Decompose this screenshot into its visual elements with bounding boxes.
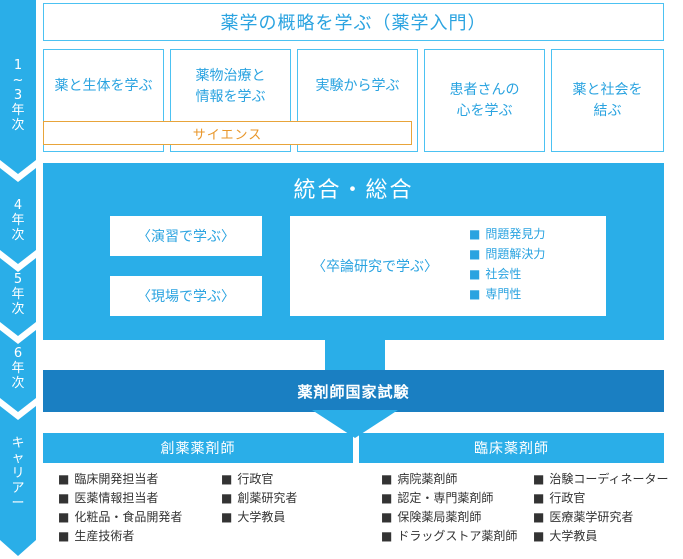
science-band: サイエンス <box>43 121 412 145</box>
chevron-years-1-3 <box>0 0 36 174</box>
drug-discovery-list-1: 臨床開発担当者 医薬情報担当者 化粧品・食品開発者 生産技術者 <box>58 470 182 546</box>
intro-title: 薬学の概略を学ぶ（薬学入門） <box>43 3 664 41</box>
clinical-list-1: 病院薬剤師 認定・専門薬剤師 保険薬局薬剤師 ドラッグストア薬剤師 <box>381 470 517 546</box>
skill-item: 問題発見力 <box>469 224 609 244</box>
skill-list: 問題発見力 問題解決力 社会性 専門性 <box>469 224 609 304</box>
list-item: 創薬研究者 <box>221 489 297 508</box>
skill-item: 問題解決力 <box>469 244 609 264</box>
practice-box: 〈演習で学ぶ〉 <box>110 216 262 256</box>
list-item: 生産技術者 <box>58 527 182 546</box>
down-arrow-icon <box>312 410 398 438</box>
list-item: 治験コーディネーター <box>533 470 668 489</box>
label-career: キ ャ リ ア ー <box>11 436 25 511</box>
subject-box-patient: 患者さんの 心を学ぶ <box>424 49 545 152</box>
list-item: 認定・専門薬剤師 <box>381 489 517 508</box>
list-item: 化粧品・食品開発者 <box>58 508 182 527</box>
integration-title: 統合・総合 <box>293 178 414 203</box>
flow-connector <box>325 340 385 372</box>
list-item: ドラッグストア薬剤師 <box>381 527 517 546</box>
list-item: 医療薬学研究者 <box>533 508 669 527</box>
subject-box-experiment: 実験から学ぶ <box>297 49 418 152</box>
field-box: 〈現場で学ぶ〉 <box>110 276 262 316</box>
chevron-career <box>0 406 36 556</box>
drug-discovery-bar: 創薬薬剤師 <box>43 433 353 463</box>
drug-discovery-list-2: 行政官 創薬研究者 大学教員 <box>221 470 297 527</box>
skill-item: 専門性 <box>469 284 609 304</box>
label-year-4: 4 年 次 <box>11 198 25 243</box>
thesis-label: 〈卒論研究で学ぶ〉 <box>312 259 438 275</box>
subject-box-body: 薬と生体を学ぶ <box>43 49 164 152</box>
list-item: 行政官 <box>533 489 669 508</box>
list-item: 医薬情報担当者 <box>58 489 182 508</box>
skill-item: 社会性 <box>469 264 609 284</box>
national-exam-bar: 薬剤師国家試験 <box>43 370 664 412</box>
list-item: 行政官 <box>221 470 297 489</box>
clinical-bar: 臨床薬剤師 <box>359 433 664 463</box>
clinical-list-2: 治験コーディネーター 行政官 医療薬学研究者 大学教員 <box>533 470 669 546</box>
label-years-1-3: 1 ~ 3 年 次 <box>11 58 25 133</box>
list-item: 病院薬剤師 <box>381 470 517 489</box>
chevron-year-6 <box>0 330 36 412</box>
list-item: 臨床開発担当者 <box>58 470 182 489</box>
timeline-chevron-column <box>0 0 36 556</box>
chevron-year-5 <box>0 258 36 336</box>
subject-box-therapy: 薬物治療と 情報を学ぶ <box>170 49 291 152</box>
label-year-5: 5 年 次 <box>11 272 25 317</box>
subject-box-society: 薬と社会を 結ぶ <box>551 49 664 152</box>
chevron-year-4 <box>0 168 36 264</box>
label-year-6: 6 年 次 <box>11 346 25 391</box>
list-item: 大学教員 <box>533 527 669 546</box>
list-item: 保険薬局薬剤師 <box>381 508 517 527</box>
list-item: 大学教員 <box>221 508 297 527</box>
